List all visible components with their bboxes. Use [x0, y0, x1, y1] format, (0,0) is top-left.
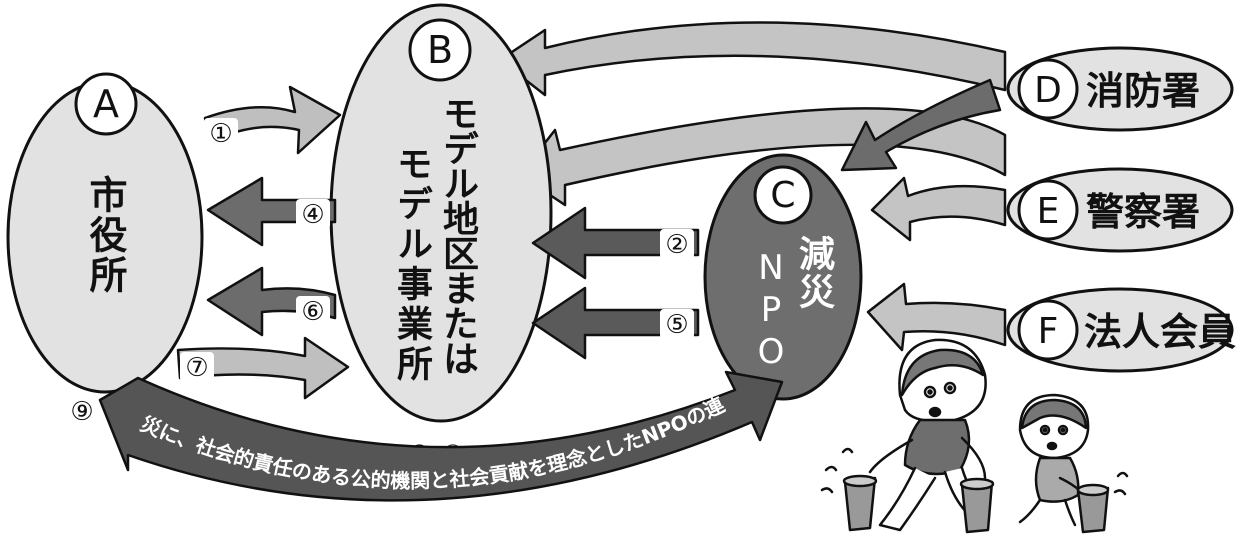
banner-arrow	[98, 370, 784, 502]
label-d: 消防署	[1086, 69, 1200, 113]
letter-d-badge: D	[1017, 58, 1079, 120]
arrow-e-to-c	[870, 176, 1007, 242]
step-4: ④	[301, 200, 324, 230]
letter-b-badge: B	[408, 18, 472, 82]
arrow-7	[176, 336, 350, 400]
letter-c: C	[770, 175, 795, 216]
letter-c-badge: C	[753, 165, 813, 225]
step-5: ⑤	[665, 310, 688, 340]
letter-f-badge: F	[1017, 299, 1079, 361]
kids-illustration	[820, 338, 1129, 534]
label-e: 警察署	[1086, 190, 1200, 234]
arrow-d-to-b	[498, 21, 1007, 97]
letter-b: B	[427, 28, 453, 72]
letter-e: E	[1037, 191, 1060, 232]
big-kid-figure	[820, 338, 995, 534]
letter-a: A	[93, 82, 119, 126]
label-c-line1: 減災	[793, 235, 834, 311]
step-2: ②	[665, 230, 688, 260]
label-c-line2: NPO	[751, 248, 791, 374]
step-9: ⑨	[70, 397, 93, 427]
small-kid-figure	[1018, 393, 1129, 534]
step-6: ⑥	[301, 297, 324, 327]
step-7: ⑦	[185, 353, 208, 383]
arrow-d-to-c	[840, 78, 1002, 172]
letter-a-badge: A	[74, 72, 138, 136]
label-f: 法人会員	[1084, 310, 1236, 354]
label-b-line1: モデル地区または	[437, 95, 478, 375]
label-a: 市役所	[83, 175, 127, 295]
letter-f: F	[1038, 311, 1059, 352]
letter-d: D	[1034, 70, 1062, 111]
node-c-ellipse	[703, 153, 863, 401]
step-1: ①	[209, 119, 232, 149]
letter-e-badge: E	[1017, 179, 1079, 241]
label-b-line2: モデル事業所	[391, 145, 432, 385]
arrow-f-to-c	[866, 282, 1007, 352]
